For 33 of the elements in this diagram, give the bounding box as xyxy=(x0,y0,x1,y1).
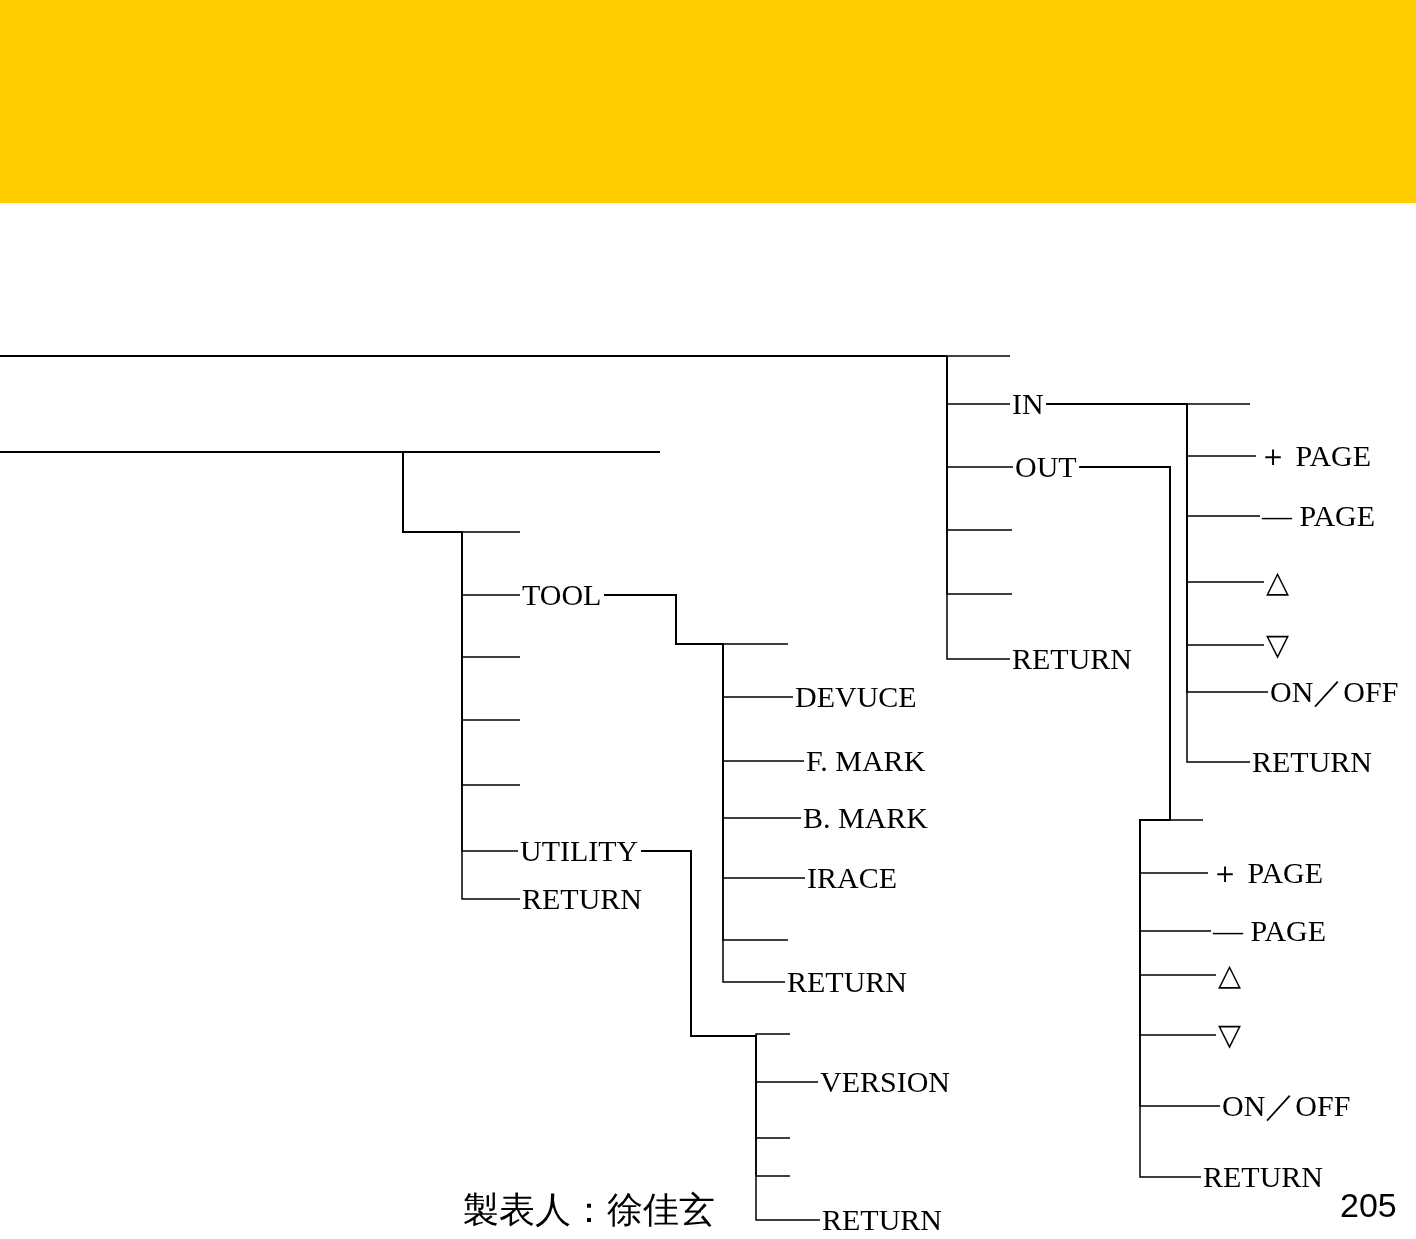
menu-item: ▽ xyxy=(1266,627,1289,663)
menu-item: IN xyxy=(1012,386,1044,422)
menu-item: ＋ PAGE xyxy=(1258,438,1372,474)
menu-item: ＋ PAGE xyxy=(1210,855,1324,891)
menu-item: TOOL xyxy=(522,577,602,613)
connector-line xyxy=(1078,466,1202,1178)
menu-item: DEVUCE xyxy=(795,679,917,715)
menu-item: RETURN xyxy=(822,1202,942,1238)
menu-item: △ xyxy=(1218,957,1241,993)
author-note: 製表人：徐佳玄 xyxy=(463,1189,715,1232)
menu-item: RETURN xyxy=(522,881,642,917)
menu-item: ON／OFF xyxy=(1270,674,1399,710)
menu-item: RETURN xyxy=(787,964,907,1000)
menu-item: RETURN xyxy=(1012,641,1132,677)
connector-line xyxy=(1045,403,1251,763)
bus-line xyxy=(0,451,660,453)
connector-line xyxy=(640,850,821,1221)
menu-item: RETURN xyxy=(1203,1159,1323,1195)
bus-line xyxy=(0,355,947,357)
menu-item: UTILITY xyxy=(520,833,639,869)
menu-item: B. MARK xyxy=(803,800,929,836)
menu-item: VERSION xyxy=(820,1064,950,1100)
menu-item: OUT xyxy=(1015,449,1077,485)
menu-item: IRACE xyxy=(807,860,897,896)
menu-item: F. MARK xyxy=(806,743,926,779)
menu-item: ON／OFF xyxy=(1222,1088,1351,1124)
menu-item: △ xyxy=(1266,564,1289,600)
menu-item: ▽ xyxy=(1218,1017,1241,1053)
page-number: 205 xyxy=(1340,1186,1397,1225)
menu-item: — PAGE xyxy=(1213,913,1327,949)
menu-item: — PAGE xyxy=(1262,498,1376,534)
menu-item: RETURN xyxy=(1252,744,1372,780)
connector-line xyxy=(946,355,1011,357)
